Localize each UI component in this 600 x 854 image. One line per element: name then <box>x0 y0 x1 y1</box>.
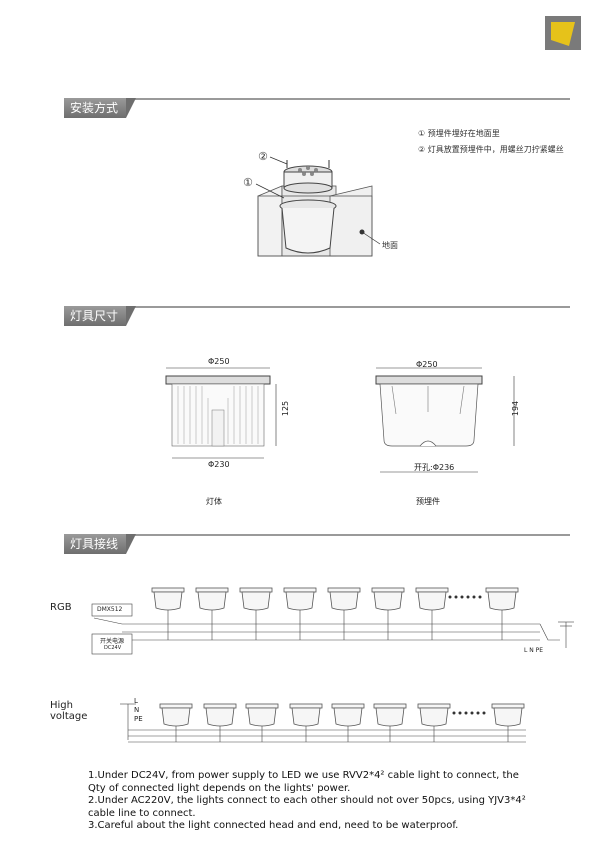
ground-label: 地面 <box>382 241 398 250</box>
rgb-lamp <box>241 591 271 611</box>
hv-lamp-rim <box>159 703 193 709</box>
hv-lamp-rim <box>203 703 237 709</box>
note-3: 3.Careful about the light connected head… <box>88 820 459 831</box>
dmx-controller-label: DMX512 <box>97 606 123 613</box>
high-voltage-label-2: voltage <box>50 711 88 722</box>
hv-lamp-rim <box>491 703 525 709</box>
rgb-lamp <box>329 591 359 611</box>
install-step-1: ① 预埋件埋好在地面里 <box>418 129 500 138</box>
hv-lamp-rim <box>373 703 407 709</box>
callout-1: ① <box>243 176 253 189</box>
power-supply-sub: DC24V <box>104 645 122 651</box>
section-wiring-title: 灯具接线 <box>64 534 137 554</box>
hv-lamp-rim <box>417 703 451 709</box>
rgb-label: RGB <box>50 602 72 613</box>
section-install-title: 安装方式 <box>64 98 137 118</box>
hv-lamp <box>205 707 235 727</box>
power-supply-label: 开关电源 <box>100 638 125 645</box>
rgb-lamp <box>285 591 315 611</box>
hv-pe-label: PE <box>134 715 143 723</box>
rgb-lamp-rim <box>327 587 361 593</box>
rgb-lamp-rim <box>283 587 317 593</box>
note-2: 2.Under AC220V, the lights connect to ea… <box>88 795 526 819</box>
rgb-lamp <box>373 591 403 611</box>
lnpe-label: L N PE <box>524 647 544 654</box>
lamp-top-diameter: Φ250 <box>208 357 230 366</box>
hv-lamp-rim <box>331 703 365 709</box>
hv-lamp-rim <box>245 703 279 709</box>
section-wiring-header: 灯具接线 <box>64 534 570 554</box>
rgb-lamp-rim <box>371 587 405 593</box>
embed-bottom-diameter: 开孔:Φ236 <box>414 463 455 472</box>
rgb-lamp <box>153 591 183 611</box>
rgb-lamp-rim <box>239 587 273 593</box>
rgb-lamp-rim <box>485 587 519 593</box>
rgb-lamp-rim <box>151 587 185 593</box>
hv-l-label: L <box>134 697 138 705</box>
callout-2: ② <box>258 150 268 163</box>
rgb-lamp-rim <box>195 587 229 593</box>
section-install-header: 安装方式 <box>64 98 570 118</box>
hv-lamp <box>375 707 405 727</box>
hv-lamp <box>493 707 523 727</box>
hv-lamp <box>247 707 277 727</box>
embed-caption: 预埋件 <box>416 497 440 506</box>
rgb-lamp <box>197 591 227 611</box>
embed-top-diameter: Φ250 <box>416 360 438 369</box>
rgb-lamp <box>487 591 517 611</box>
hv-lamp-rim <box>289 703 323 709</box>
brand-logo <box>545 16 581 50</box>
hv-lamp <box>333 707 363 727</box>
section-dimensions-title: 灯具尺寸 <box>64 306 137 326</box>
hv-lamp <box>419 707 449 727</box>
high-voltage-label-1: High <box>50 700 73 711</box>
wiring-notes: 1.Under DC24V, from power supply to LED … <box>88 770 528 833</box>
hv-lamp <box>161 707 191 727</box>
lamp-bottom-diameter: Φ230 <box>208 460 230 469</box>
rgb-lamp <box>417 591 447 611</box>
hv-n-label: N <box>134 706 140 714</box>
lamp-caption: 灯体 <box>206 497 222 506</box>
section-dimensions-header: 灯具尺寸 <box>64 306 570 326</box>
note-1: 1.Under DC24V, from power supply to LED … <box>88 770 519 794</box>
rgb-lamp-rim <box>415 587 449 593</box>
install-step-2: ② 灯具放置预埋件中，用螺丝刀拧紧螺丝 <box>418 145 564 154</box>
hv-lamp <box>291 707 321 727</box>
